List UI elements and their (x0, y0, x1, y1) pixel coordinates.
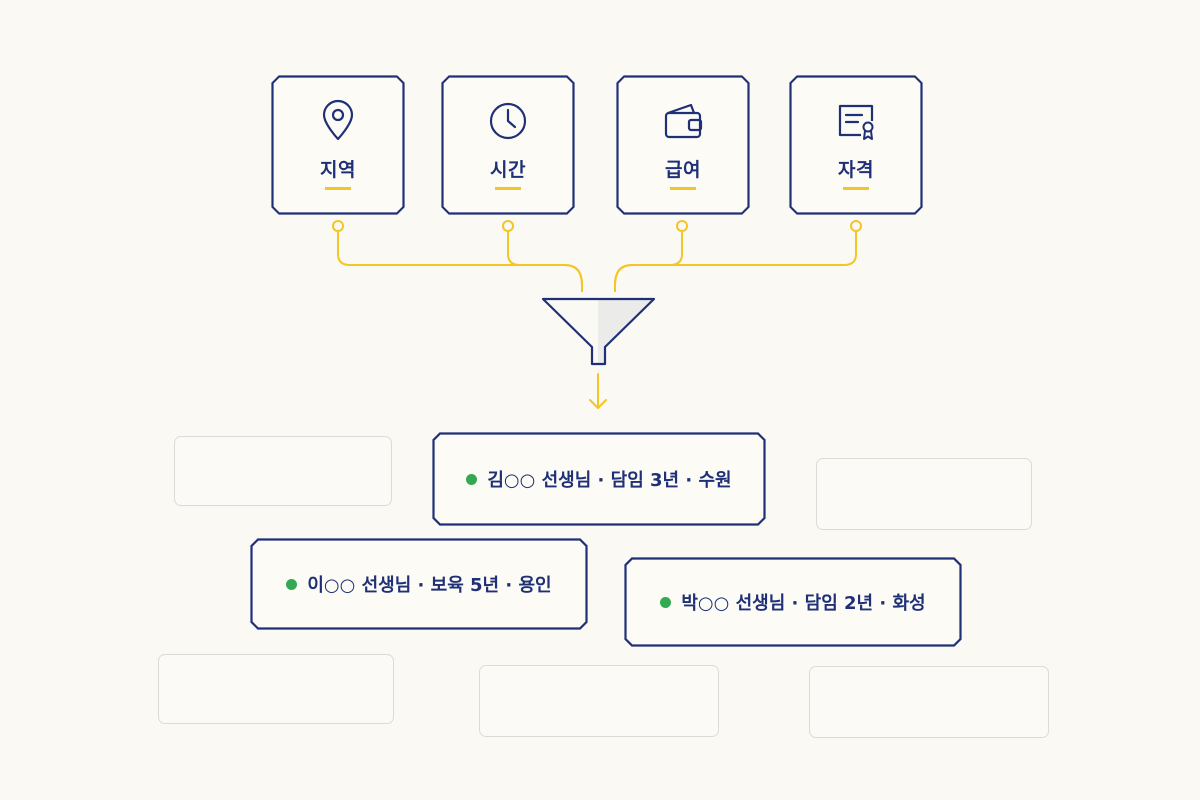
filter-card-region[interactable]: 지역 (271, 75, 405, 215)
filter-card-qualification[interactable]: 자격 (789, 75, 923, 215)
filter-card-salary[interactable]: 급여 (616, 75, 750, 215)
placeholder-card (479, 665, 719, 737)
certificate-icon (834, 99, 878, 143)
funnel-icon (541, 297, 656, 366)
filter-label: 자격 (838, 159, 874, 181)
result-text: 박○○ 선생님 · 담임 2년 · 화성 (681, 593, 926, 614)
connector-node (850, 220, 862, 232)
location-pin-icon (316, 99, 360, 143)
card-frame (789, 75, 923, 215)
result-text: 이○○ 선생님 · 보육 5년 · 용인 (307, 575, 552, 596)
clock-icon (486, 99, 530, 143)
label-underline (325, 187, 351, 190)
connector-node (676, 220, 688, 232)
label-underline (843, 187, 869, 190)
placeholder-card (816, 458, 1032, 530)
result-card[interactable]: 박○○ 선생님 · 담임 2년 · 화성 (624, 557, 962, 647)
filter-card-time[interactable]: 시간 (441, 75, 575, 215)
wallet-icon (661, 99, 705, 143)
card-frame (250, 538, 588, 630)
placeholder-card (809, 666, 1049, 738)
connector-node (332, 220, 344, 232)
status-dot (286, 578, 298, 590)
down-arrow-icon (589, 373, 607, 409)
result-card[interactable]: 김○○ 선생님 · 담임 3년 · 수원 (432, 432, 766, 526)
card-frame (624, 557, 962, 647)
status-dot (466, 473, 478, 485)
filter-label: 지역 (320, 159, 356, 181)
card-frame (441, 75, 575, 215)
result-text: 김○○ 선생님 · 담임 3년 · 수원 (487, 470, 732, 491)
placeholder-card (174, 436, 392, 506)
connector-line (614, 232, 683, 292)
placeholder-card (158, 654, 394, 724)
label-underline (670, 187, 696, 190)
connector-line (337, 232, 583, 292)
filter-label: 급여 (665, 159, 701, 181)
card-frame (616, 75, 750, 215)
connector-line (614, 232, 857, 292)
card-frame (271, 75, 405, 215)
filter-label: 시간 (490, 159, 526, 181)
label-underline (495, 187, 521, 190)
connector-node (502, 220, 514, 232)
result-card[interactable]: 이○○ 선생님 · 보육 5년 · 용인 (250, 538, 588, 630)
status-dot (660, 596, 672, 608)
card-frame (432, 432, 766, 526)
connector-line (507, 232, 583, 292)
